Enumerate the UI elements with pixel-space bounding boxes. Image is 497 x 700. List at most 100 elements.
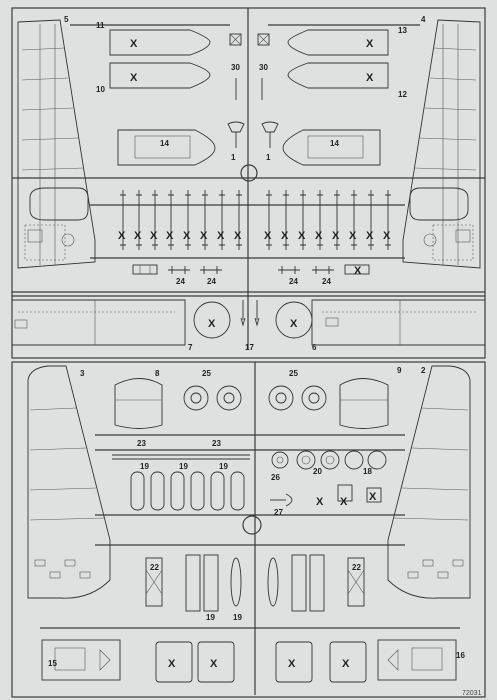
x-mark: X [130,38,138,50]
x-mark: X [316,496,324,508]
label-13: 13 [398,26,407,35]
label-14a: 14 [160,139,169,148]
label-22b: 22 [352,563,361,572]
stabilizer-right-pair [287,29,389,89]
x-mark: X [340,496,348,508]
label-19e: 19 [233,613,242,622]
label-23a: 23 [137,439,146,448]
panel-16 [377,639,457,681]
label-4: 4 [421,15,426,24]
x-mark: X [366,72,374,84]
label-19c: 19 [219,462,228,471]
wheels-25 [183,385,327,411]
label-7: 7 [188,343,193,352]
strut-part [300,190,306,250]
strut-part [334,190,340,250]
x-mark: X [130,72,138,84]
label-1b: 1 [266,153,271,162]
panel-15 [41,639,121,681]
label-24c: 24 [289,277,298,286]
strut-part [368,190,374,250]
x-mark: X [208,318,216,330]
fin-panel-left [27,365,111,599]
clamp-27 [270,493,293,507]
bottom-boxes [155,641,367,683]
x-mark: X [183,230,191,242]
stabilizer-left-pair [109,29,211,89]
label-9: 9 [397,366,402,375]
small-boxed-parts [229,33,270,100]
x-mark: X [349,230,357,242]
x-mark: X [200,230,208,242]
small-boxes-lower-right [337,484,382,503]
label-25b: 25 [289,369,298,378]
x-marks: X X X X X X X X X X X X X X [130,38,377,670]
label-16: 16 [456,651,465,660]
strut-part [351,190,357,250]
label-8: 8 [155,369,160,378]
x-mark: X [210,658,218,670]
strut-part [168,190,174,250]
x-mark: X [234,230,242,242]
floor-panel-right [282,129,381,166]
label-5: 5 [64,15,69,24]
x-mark: X [264,230,272,242]
small-parts-row-upper [132,264,370,275]
x-mark: X [217,230,225,242]
label-23b: 23 [212,439,221,448]
rods-23 [112,454,250,460]
sheet-code: 72031 [462,690,482,697]
capsule-part [190,471,205,511]
x-mark: X [366,230,374,242]
part-number-labels: 5 11 10 4 13 12 30 30 14 14 1 1 24 24 24… [48,15,482,697]
x-mark: X [298,230,306,242]
capsule-part [170,471,185,511]
control-yokes [227,121,279,148]
capsule-part [130,471,145,511]
capsule-part [210,471,225,511]
label-19a: 19 [140,462,149,471]
label-20: 20 [313,467,322,476]
x-mark: X [288,658,296,670]
fin-panel-right [387,365,471,599]
strut-part [385,190,391,250]
label-15: 15 [48,659,57,668]
x-mark: X [168,658,176,670]
upper-sprue-frame [11,7,486,359]
x-mark: X [150,230,158,242]
x-mark: X [354,265,362,277]
capsule-part [150,471,165,511]
label-6: 6 [312,343,317,352]
label-1a: 1 [231,153,236,162]
x-mark: X [332,230,340,242]
strut-part [152,190,158,250]
label-19d: 19 [206,613,215,622]
x-mark: X [166,230,174,242]
label-10: 10 [96,85,105,94]
label-27: 27 [274,508,283,517]
label-18: 18 [363,467,372,476]
label-25a: 25 [202,369,211,378]
strut-part [219,190,225,250]
hatch-left [114,378,163,429]
struts-22 [145,557,365,607]
fuselage-strip-right [311,299,485,346]
x-mark: X [383,230,391,242]
lower-sprue-frame [11,361,486,698]
label-12: 12 [398,90,407,99]
strut-part [317,190,323,250]
x-mark: X [134,230,142,242]
slender-parts-lower [185,554,325,612]
label-26: 26 [271,473,280,482]
x-mark: X [315,230,323,242]
capsules-19 [130,471,245,511]
label-22a: 22 [150,563,159,572]
x-mark: X [118,230,126,242]
strut-part [136,190,142,250]
wheel-discs-upper [193,300,313,339]
label-24b: 24 [207,277,216,286]
x-mark: X [290,318,298,330]
rings-26-20-18 [271,450,387,470]
